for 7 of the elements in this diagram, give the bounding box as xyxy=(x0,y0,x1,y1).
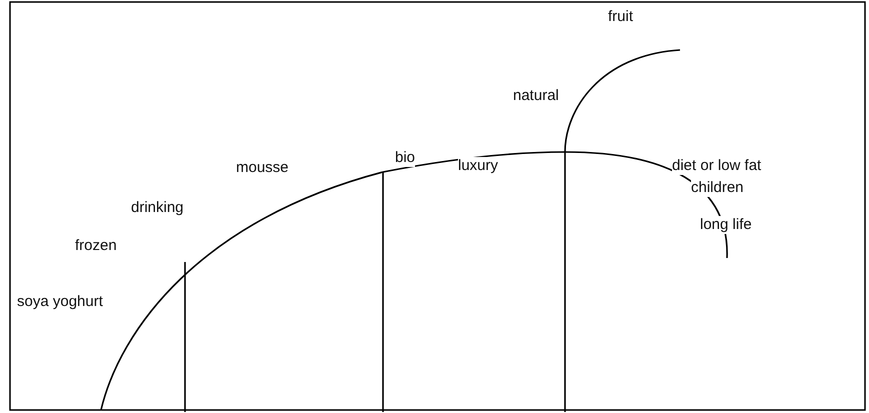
segment-label: bio xyxy=(395,149,416,167)
segment-label: luxury xyxy=(458,157,498,175)
segment-label: children xyxy=(691,179,744,197)
segment-label: drinking xyxy=(131,199,184,217)
segment-label: long life xyxy=(700,216,752,234)
segment-label: soya yoghurt xyxy=(17,293,103,311)
segment-label: diet or low fat xyxy=(672,157,762,175)
